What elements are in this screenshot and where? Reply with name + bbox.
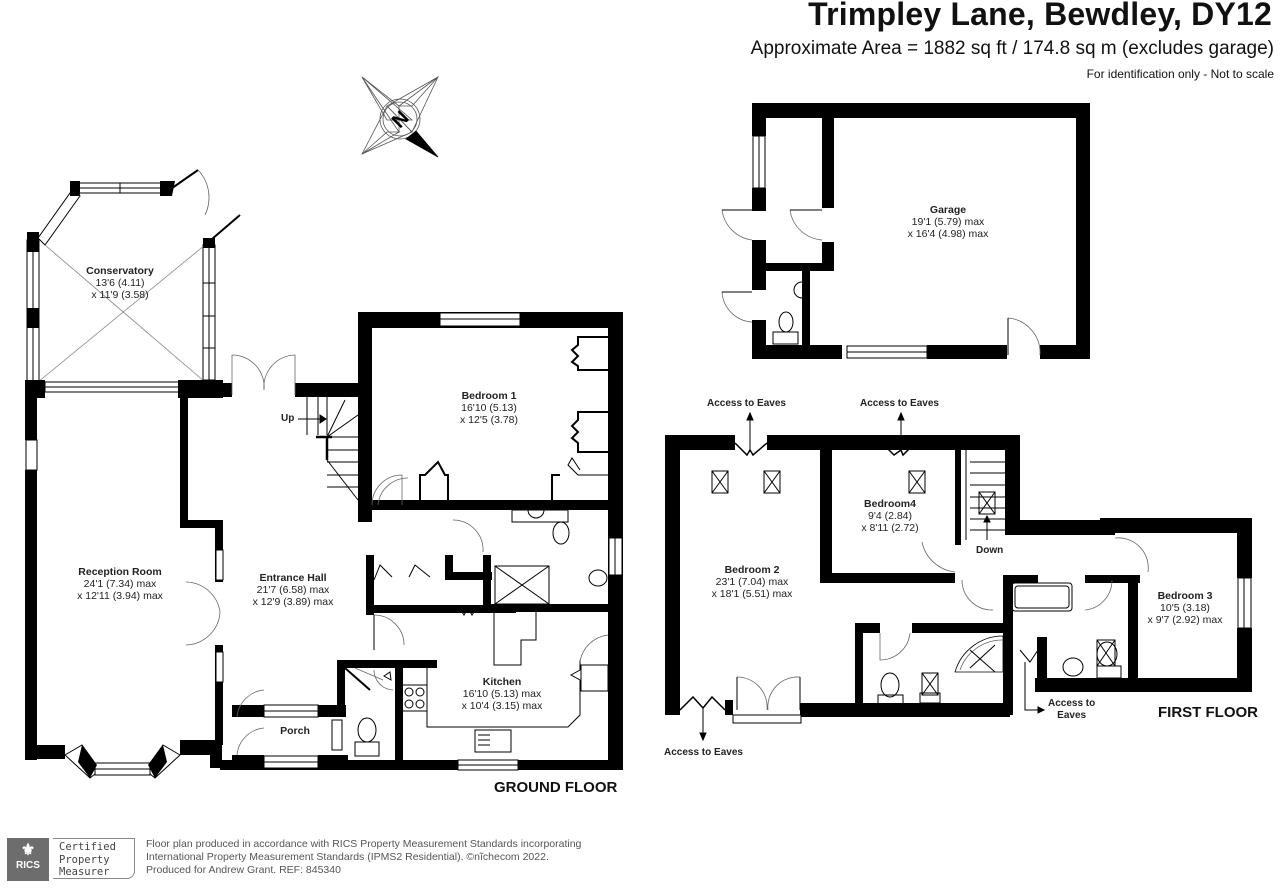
room-name: Kitchen — [482, 676, 522, 688]
room-name: Bedroom 3 — [1157, 590, 1213, 602]
room-dimension: x 11'9 (3.58) — [91, 289, 149, 301]
disclaimer-line: International Property Measurement Stand… — [146, 851, 549, 863]
rics-badge-text: Certified Property Measurer — [53, 838, 135, 879]
badge-line: Measurer — [59, 866, 110, 878]
room-kitchen: Kitchen 16'10 (5.13) max x 10'4 (3.15) m… — [462, 676, 543, 712]
first-floor-label: FIRST FLOOR — [1158, 704, 1258, 721]
footer: ⚜ RICS Certified Property Measurer Floor… — [0, 834, 640, 888]
approximate-area: Approximate Area = 1882 sq ft / 174.8 sq… — [750, 38, 1274, 59]
disclaimer-line: Produced for Andrew Grant. REF: 845340 — [146, 864, 341, 876]
room-dimension: x 8'11 (2.72) — [861, 522, 919, 534]
room-entrance-hall: Entrance Hall 21'7 (6.58) max x 12'9 (3.… — [253, 572, 334, 608]
room-dimension: 10'5 (3.18) — [1160, 602, 1210, 614]
eaves-access-line: Eaves — [1057, 710, 1087, 721]
room-dimension: 24'1 (7.34) max — [83, 578, 157, 590]
room-dimension: x 12'5 (3.78) — [459, 414, 519, 426]
rics-lion-icon: ⚜ — [20, 842, 36, 859]
eaves-access-label: Access to Eaves — [707, 398, 786, 409]
eaves-access-label: Access to Eaves — [664, 747, 743, 758]
badge-line: Property — [59, 853, 110, 866]
room-dimension: 13'6 (4.11) — [95, 277, 145, 289]
rics-logo: ⚜ RICS — [7, 838, 49, 881]
room-dimension: x 9'7 (2.92) max — [1147, 614, 1223, 626]
room-name: Entrance Hall — [259, 572, 327, 584]
room-dimension: x 18'1 (5.51) max — [711, 588, 793, 600]
eaves-access-label: Access to Eaves — [1048, 698, 1095, 722]
room-name: Reception Room — [78, 566, 162, 578]
room-bedroom-2: Bedroom 2 23'1 (7.04) max x 18'1 (5.51) … — [712, 564, 793, 600]
footer-disclaimer: Floor plan produced in accordance with R… — [146, 838, 581, 877]
room-dimension: x 10'4 (3.15) max — [461, 700, 543, 712]
room-dimension: x 12'11 (3.94) max — [77, 590, 163, 602]
room-dimension: 16'10 (5.13) — [461, 402, 517, 414]
ground-floor-label: GROUND FLOOR — [494, 779, 618, 796]
rics-org-name: RICS — [16, 860, 40, 871]
ground-floor-plan — [25, 169, 623, 779]
room-dimension: x 16'4 (4.98) max — [907, 228, 989, 240]
room-dimension: x 12'9 (3.89) max — [252, 596, 334, 608]
garage-plan — [721, 103, 1090, 359]
property-title: Trimpley Lane, Bewdley, DY12 — [808, 0, 1272, 32]
room-name: Bedroom4 — [864, 498, 916, 510]
room-name: Bedroom 1 — [461, 390, 517, 402]
identification-note: For identification only - Not to scale — [1086, 67, 1274, 81]
room-name: Garage — [929, 204, 967, 216]
stairs-down-label: Down — [976, 545, 1004, 556]
room-reception: Reception Room 24'1 (7.34) max x 12'11 (… — [77, 566, 163, 602]
room-bedroom-1: Bedroom 1 16'10 (5.13) x 12'5 (3.78) — [460, 390, 518, 426]
room-bedroom-4: Bedroom4 9'4 (2.84) x 8'11 (2.72) — [861, 498, 918, 534]
stairs-up-label: Up — [281, 413, 295, 424]
room-dimension: 9'4 (2.84) — [867, 510, 913, 522]
eaves-access-label: Access to Eaves — [860, 398, 939, 409]
room-conservatory: Conservatory 13'6 (4.11) x 11'9 (3.58) — [86, 265, 154, 301]
room-dimension: 19'1 (5.79) max — [911, 216, 985, 228]
rics-certified-badge: ⚜ RICS Certified Property Measurer — [7, 838, 137, 881]
first-floor-plan — [665, 411, 1252, 742]
room-garage: Garage 19'1 (5.79) max x 16'4 (4.98) max — [908, 204, 989, 240]
disclaimer-line: Floor plan produced in accordance with R… — [146, 838, 582, 850]
room-bedroom-3: Bedroom 3 10'5 (3.18) x 9'7 (2.92) max — [1148, 590, 1223, 626]
room-dimension: 16'10 (5.13) max — [462, 688, 542, 700]
room-dimension: 23'1 (7.04) max — [715, 576, 789, 588]
room-dimension: 21'7 (6.58) max — [256, 584, 330, 596]
compass-rose-icon: N — [361, 76, 439, 158]
badge-line: Certified — [59, 841, 116, 853]
room-name: Porch — [280, 725, 310, 737]
eaves-access-line: Access to — [1048, 698, 1096, 709]
room-porch: Porch — [280, 725, 310, 737]
room-name: Bedroom 2 — [724, 564, 780, 576]
room-name: Conservatory — [86, 265, 154, 277]
